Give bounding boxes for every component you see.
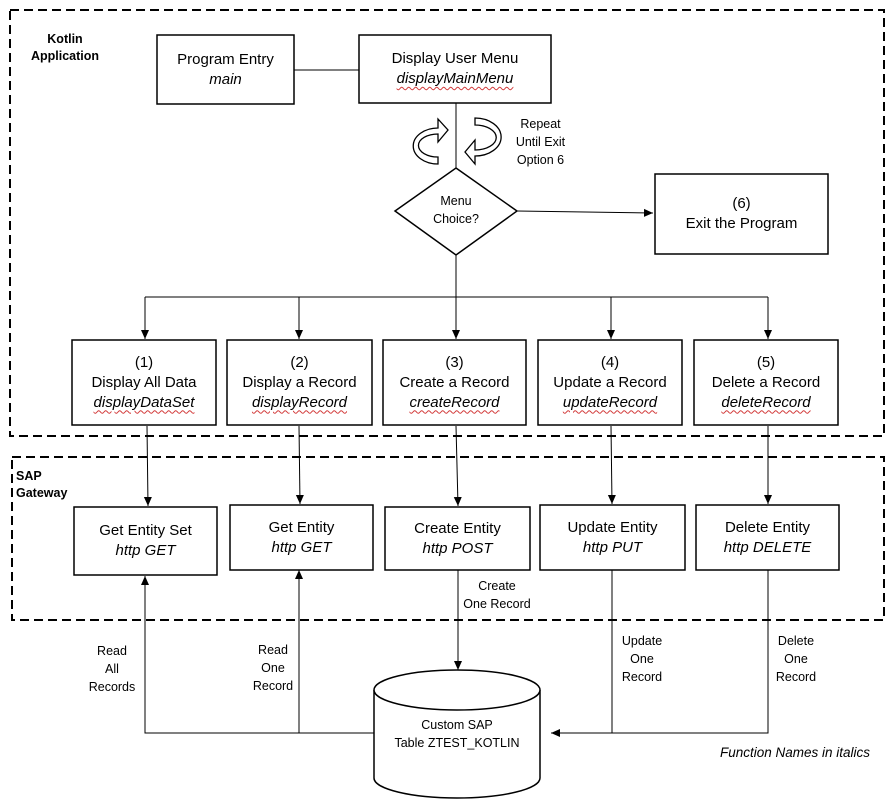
- arrow-update-one: [551, 570, 613, 737]
- exit-program-label: (6) Exit the Program: [685, 195, 798, 232]
- program-entry-box: [156, 34, 295, 105]
- read-all-label: Read All Records: [88, 644, 136, 694]
- gateway-box-2: [229, 504, 374, 571]
- menu-choice-diamond: [393, 167, 519, 256]
- create-one-label: Create One Record: [463, 579, 531, 611]
- gateway-label-5: Delete Entity http DELETE: [723, 518, 812, 556]
- program-entry-label: Program Entry main: [177, 50, 274, 88]
- gateway-label-1: Get Entity Set http GET: [99, 522, 192, 559]
- gateway-label-4: Update Entity http PUT: [567, 518, 658, 556]
- kotlin-region-label: Kotlin Application: [30, 32, 100, 63]
- database-label: Custom SAP Table ZTEST_KOTLIN: [394, 718, 520, 750]
- gateway-box-1: [73, 506, 218, 576]
- database-cylinder: [373, 669, 541, 799]
- display-menu-box: [358, 34, 552, 104]
- read-one-label: Read One Record: [252, 643, 294, 693]
- connector-delete-one: [612, 570, 769, 734]
- arrow-option-3-gateway: [453, 425, 462, 507]
- gateway-label-2: Get Entity http GET: [268, 518, 335, 556]
- option-box-3: [382, 339, 527, 426]
- arrow-read-one: [295, 570, 374, 734]
- delete-one-label: Delete One Record: [775, 634, 817, 684]
- option-box-2: [226, 339, 373, 426]
- sap-region: [11, 456, 885, 621]
- arrow-option-4-gateway: [607, 425, 616, 505]
- arrow-decision-exit: [516, 208, 654, 217]
- exit-program-box: [654, 173, 829, 255]
- gateway-box-3: [384, 506, 531, 571]
- gateway-box-5: [695, 504, 840, 571]
- arrow-option-2-gateway: [295, 425, 304, 505]
- option-label-2: (2) Display a Record displayRecord: [242, 353, 357, 411]
- repeat-label: Repeat Until Exit Option 6: [515, 117, 566, 167]
- footnote: Function Names in italics: [719, 745, 871, 760]
- option-label-5: (5) Delete a Record deleteRecord: [711, 353, 821, 411]
- update-one-label: Update One Record: [621, 634, 663, 684]
- gateway-box-4: [539, 504, 686, 571]
- option-box-5: [693, 339, 839, 426]
- arrow-read-all: [141, 576, 374, 734]
- arrow-option-1-gateway: [143, 425, 152, 507]
- display-menu-label: Display User Menu displayMainMenu: [391, 50, 519, 87]
- repeat-cycle-icon: [412, 117, 502, 166]
- option-box-4: [537, 339, 683, 426]
- sap-region-label: SAP Gateway: [16, 469, 68, 500]
- option-label-1: (1) Display All Data displayDataSet: [91, 353, 197, 411]
- kotlin-region: [9, 9, 885, 437]
- option-label-4: (4) Update a Record updateRecord: [553, 353, 667, 411]
- gateway-label-3: Create Entity http POST: [414, 519, 501, 557]
- option-box-1: [71, 339, 217, 426]
- menu-choice-label: Menu Choice?: [433, 194, 479, 226]
- option-label-3: (3) Create a Record createRecord: [399, 353, 510, 411]
